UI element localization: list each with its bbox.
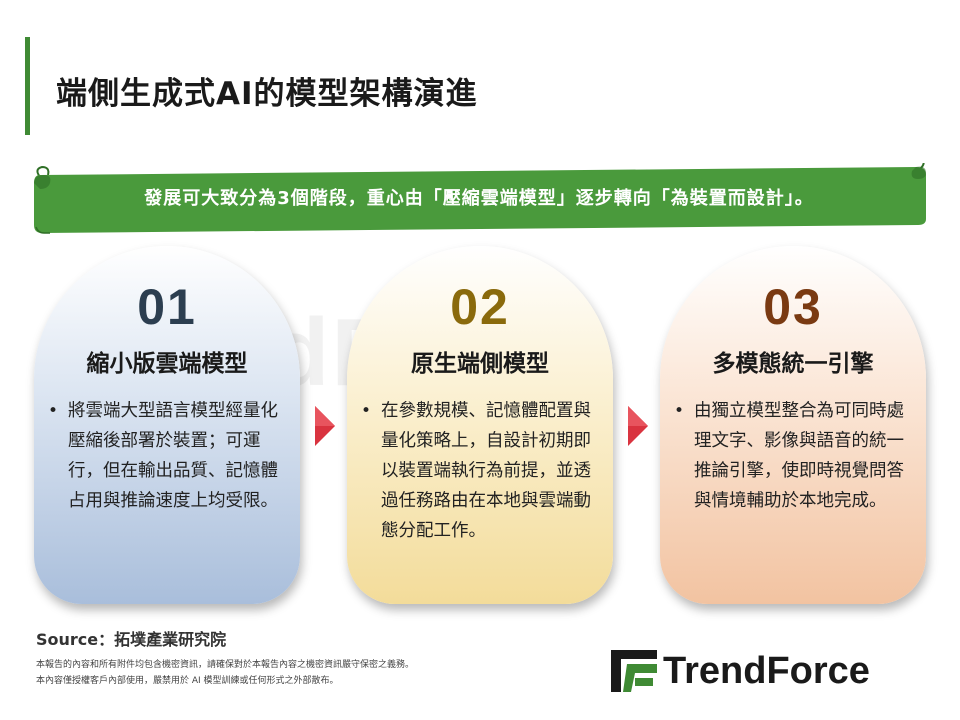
source-note: Source：拓墣產業研究院 [36, 630, 227, 649]
bullet-icon: • [48, 401, 59, 421]
bullet-icon: • [674, 401, 685, 421]
disclaimer-line: 本報告的內容和所有附件均包含機密資訊，請確保對於本報告內容之機密資訊嚴守保密之義… [36, 660, 415, 670]
stage-description-text: 由獨立模型整合為可同時處理文字、影像與語音的統一推論引擎，使即時視覺問答與情境輔… [694, 401, 904, 511]
stage-number: 02 [450, 279, 510, 335]
bullet-icon: • [361, 401, 372, 421]
scroll-banner-shape [34, 163, 926, 234]
stage-description-text: 在參數規模、記憶體配置與量化策略上，自設計初期即以裝置端執行為前提，並透過任務路… [381, 401, 591, 541]
title-accent-bar [25, 37, 30, 135]
arrow-right-icon [627, 404, 649, 448]
stage-card-01: 01 縮小版雲端模型 • 將雲端大型語言模型經量化壓縮後部署於裝置；可運行，但在… [34, 246, 300, 604]
arrow-right-icon [314, 404, 336, 448]
stage-card-02: 02 原生端側模型 • 在參數規模、記憶體配置與量化策略上，自設計初期即以裝置端… [347, 246, 613, 604]
stage-title: 多模態統一引擎 [712, 351, 874, 377]
disclaimer-line: 本內容僅授權客戶內部使用，嚴禁用於 AI 模型訓練或任何形式之外部散布。 [36, 676, 339, 686]
trendforce-logo-icon [611, 650, 657, 692]
trendforce-logo: TrendForce [611, 648, 931, 694]
trendforce-logo-text: TrendForce [663, 650, 870, 692]
stage-card-03: 03 多模態統一引擎 • 由獨立模型整合為可同時處理文字、影像與語音的統一推論引… [660, 246, 926, 604]
stage-number: 01 [137, 279, 197, 335]
stage-description-text: 將雲端大型語言模型經量化壓縮後部署於裝置；可運行，但在輸出品質、記憶體占用與推論… [68, 401, 278, 511]
summary-banner: 發展可大致分為3個階段，重心由「壓縮雲端模型」逐步轉向「為裝置而設計」。 [30, 163, 928, 235]
banner-text: 發展可大致分為3個階段，重心由「壓縮雲端模型」逐步轉向「為裝置而設計」。 [144, 188, 814, 209]
stage-number: 03 [763, 279, 823, 335]
page-title: 端側生成式AI的模型架構演進 [56, 76, 478, 112]
stage-description: • 由獨立模型整合為可同時處理文字、影像與語音的統一推論引擎，使即時視覺問答與情… [674, 396, 914, 516]
stage-description: • 在參數規模、記憶體配置與量化策略上，自設計初期即以裝置端執行為前提，並透過任… [361, 396, 601, 546]
stage-title: 原生端側模型 [411, 351, 549, 377]
stage-title: 縮小版雲端模型 [86, 351, 248, 377]
stage-description: • 將雲端大型語言模型經量化壓縮後部署於裝置；可運行，但在輸出品質、記憶體占用與… [48, 396, 288, 516]
